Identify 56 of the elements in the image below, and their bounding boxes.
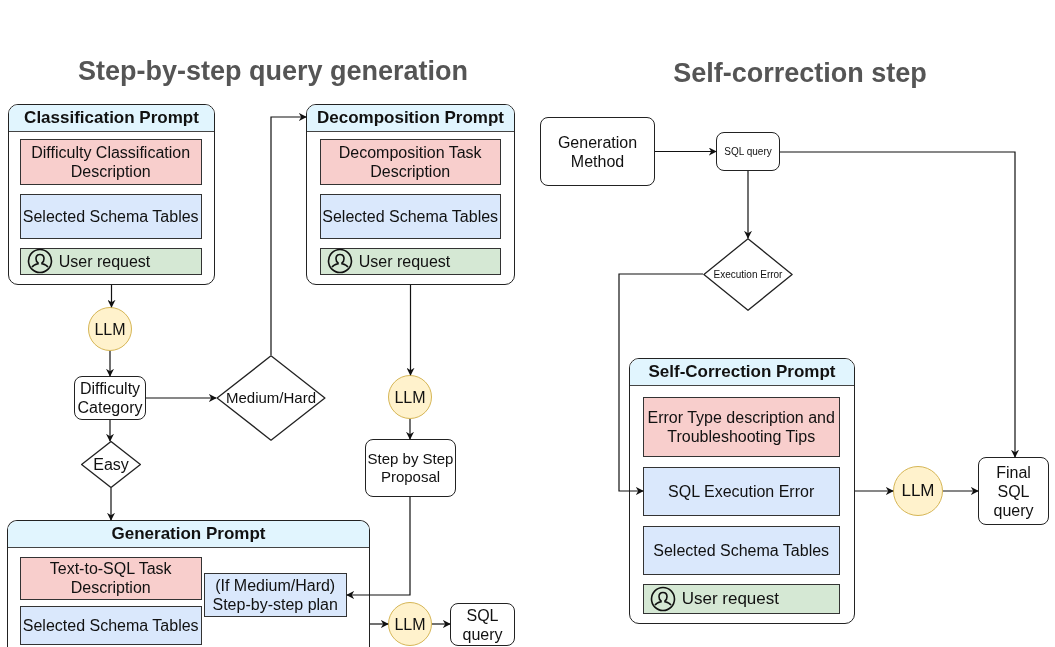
context-box: Selected Schema Tables: [642, 525, 840, 575]
section-title: Self-correction step: [673, 58, 927, 89]
llm-circle: LLM: [388, 375, 432, 419]
process-box: Final SQL query: [978, 457, 1049, 525]
arrow: [107, 487, 115, 521]
description-box: Difficulty Classification Description: [19, 138, 202, 185]
user-request-bar: [319, 247, 501, 275]
llm-circle: LLM: [88, 307, 132, 351]
decision-label: Easy: [93, 455, 129, 474]
user-request-bar: [19, 247, 202, 275]
card-header: Decomposition Prompt: [307, 105, 514, 132]
arrow: [145, 394, 217, 402]
context-box: Selected Schema Tables: [19, 193, 202, 239]
process-box: Step by Step Proposal: [365, 439, 456, 497]
arrow: [106, 350, 114, 377]
label: User request: [58, 251, 151, 271]
prompt-card: [8, 104, 215, 285]
prompt-card: [7, 520, 370, 647]
card-header: Generation Prompt: [8, 521, 369, 548]
process-box: Difficulty Category: [74, 376, 146, 420]
section-title: Step-by-step query generation: [77, 56, 469, 87]
decision-label: Execution Error: [713, 268, 783, 281]
decision-label: Medium/Hard: [226, 389, 316, 407]
card-header: Self-Correction Prompt: [630, 359, 854, 386]
arrow: [406, 418, 414, 440]
process-box: SQL query: [450, 603, 515, 646]
arrow: [942, 487, 979, 495]
label: User request: [681, 588, 779, 609]
arrow: [779, 151, 1019, 458]
llm-circle: LLM: [893, 466, 943, 516]
label: User request: [358, 251, 451, 271]
prompt-card: [306, 104, 515, 285]
context-box: Selected Schema Tables: [319, 193, 501, 239]
arrow: [107, 284, 116, 308]
arrow: [369, 620, 389, 628]
arrow: [854, 487, 894, 495]
arrow: [270, 113, 307, 356]
description-box: Decomposition Task Description: [319, 138, 501, 185]
process-box: SQL query: [716, 132, 780, 171]
prompt-card: [629, 358, 855, 624]
user-request-bar: [642, 583, 840, 614]
arrow: [346, 496, 411, 599]
arrow: [106, 419, 114, 442]
description-box: Text-to-SQL Task Description: [19, 556, 202, 600]
arrow: [406, 284, 415, 376]
arrow: [654, 147, 717, 156]
process-box: Generation Method: [540, 117, 655, 186]
card-header: Classification Prompt: [9, 105, 214, 132]
arrow: [744, 170, 752, 239]
arrow: [431, 620, 451, 628]
context-box: (If Medium/Hard) Step-by-step plan: [203, 572, 347, 617]
llm-circle: LLM: [388, 602, 432, 646]
context-box: Selected Schema Tables: [19, 605, 202, 645]
arrow: [618, 273, 704, 495]
description-box: Error Type description and Troubleshooting Tips: [642, 396, 840, 457]
context-box: SQL Execution Error: [642, 466, 840, 516]
